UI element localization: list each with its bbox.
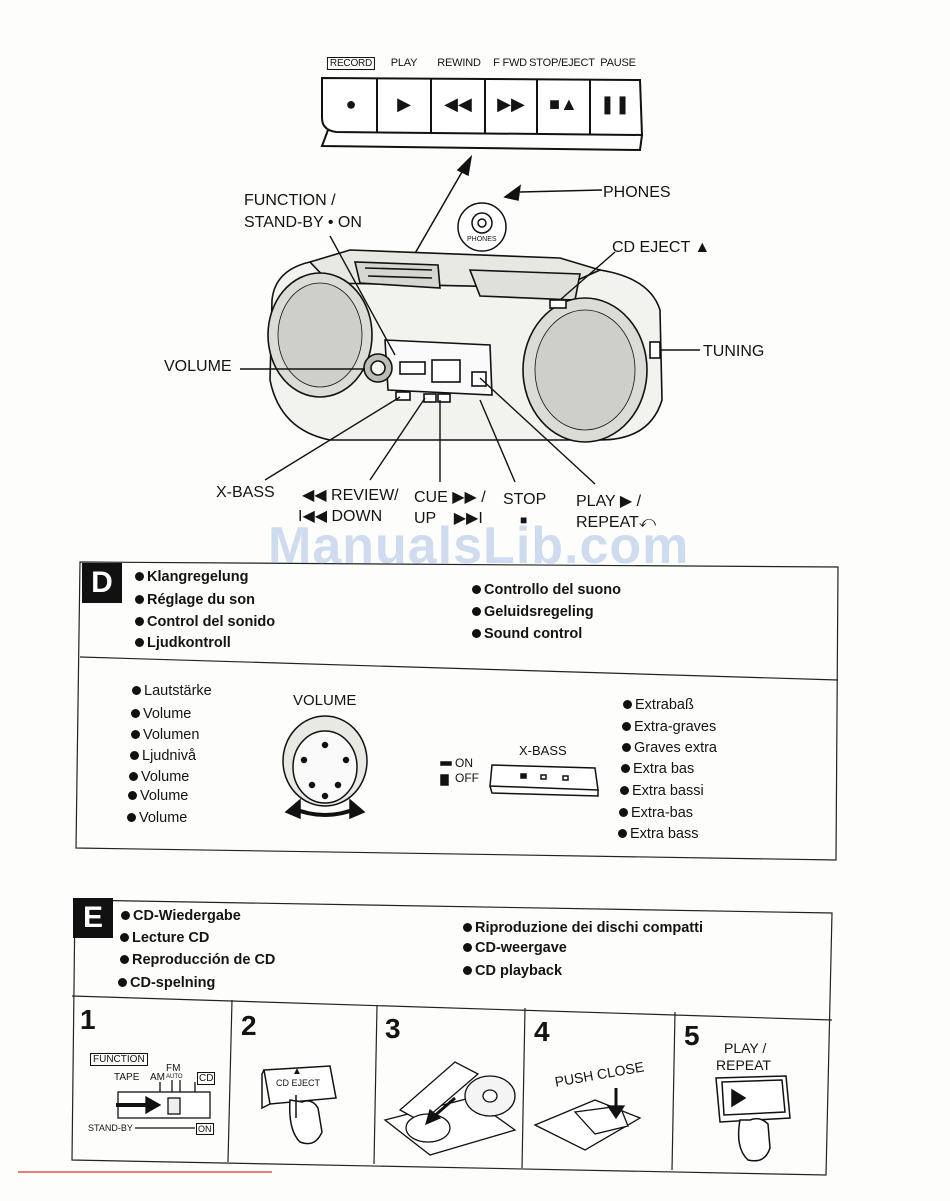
callout-stop: STOP	[503, 491, 547, 508]
list-item: Volume	[128, 785, 188, 807]
list-item: Extra bassi	[620, 780, 704, 802]
list-item: Extra-bas	[619, 802, 693, 824]
step1-function-label: FUNCTION	[90, 1053, 148, 1066]
tape-label-stop-eject: STOP/EJECT	[529, 57, 595, 69]
heading-item: CD playback	[463, 960, 562, 982]
volume-knob-illustration	[282, 715, 368, 820]
tape-label-rewind: REWIND	[437, 57, 481, 69]
pause-button-symbol: ❚❚	[599, 93, 631, 114]
step-number: 5	[684, 1020, 700, 1051]
callout-review: ◀◀ REVIEW/	[302, 487, 399, 504]
step5-play-repeat-illustration	[715, 1075, 791, 1162]
section-e-letter: E	[73, 898, 113, 938]
callout-xbass: X-BASS	[216, 484, 275, 501]
list-item: Volume	[131, 703, 191, 725]
callout-volume: VOLUME	[164, 358, 232, 375]
step3-cd-tray-illustration	[383, 1061, 517, 1156]
callout-up: UP ▶▶I	[414, 510, 483, 527]
tape-label-ffwd: F FWD	[493, 57, 527, 69]
stop-eject-button-symbol: ■▲	[549, 93, 578, 114]
step-number: 1	[80, 1004, 96, 1035]
manualslib-watermark: ManualsLib.com	[268, 517, 690, 575]
list-item: Volume	[129, 766, 189, 788]
heading-item: Klangregelung	[135, 566, 249, 588]
volume-knob-label: VOLUME	[293, 692, 357, 709]
step1-standby-label: STAND-BY	[88, 1123, 133, 1133]
step4-push-close-illustration	[533, 1088, 642, 1151]
heading-item: CD-spelning	[118, 972, 215, 994]
tape-label-record: RECORD	[326, 57, 376, 70]
boombox-illustration	[267, 249, 663, 443]
step1-tape-label: TAPE	[114, 1072, 140, 1083]
heading-item: Controllo del suono	[472, 579, 621, 601]
step-number: 2	[241, 1010, 257, 1041]
step1-fm-auto-label: AUTO	[166, 1074, 183, 1080]
callout-cd-eject: CD EJECT ▲	[612, 239, 711, 256]
tape-panel-frame	[320, 76, 644, 152]
xbass-on-label: ON	[455, 756, 473, 770]
step2-cd-eject-illustration	[261, 1065, 337, 1145]
list-item: Ljudnivå	[130, 745, 196, 767]
step-number: 3	[385, 1013, 401, 1044]
phones-jack-label: PHONES	[467, 236, 497, 243]
callout-stop-symbol: ■	[520, 513, 528, 527]
record-button-symbol: ●	[345, 93, 357, 114]
heading-item: Réglage du son	[135, 589, 255, 611]
callout-standby-on: STAND-BY • ON	[244, 214, 362, 231]
list-item: Extra bas	[621, 758, 694, 780]
heading-item: Control del sonido	[135, 611, 275, 633]
tape-label-play: PLAY	[390, 57, 418, 69]
section-d-letter: D	[82, 563, 122, 603]
heading-item: Geluidsregeling	[472, 601, 594, 623]
callout-cue: CUE ▶▶ /	[414, 489, 486, 506]
heading-item: Sound control	[472, 623, 582, 645]
list-item: Volumen	[131, 724, 199, 746]
section-e-frame	[71, 899, 833, 1176]
play-button-symbol: ▶	[397, 93, 411, 114]
step1-function-switch	[116, 1080, 211, 1129]
callout-phones: PHONES	[603, 184, 671, 201]
heading-item: Ljudkontroll	[135, 632, 231, 654]
callout-leaders	[240, 235, 700, 485]
phones-jack-illustration	[457, 184, 603, 252]
xbass-switch-label: X-BASS	[519, 743, 567, 758]
tape-arrow	[409, 154, 473, 263]
step1-cd-label: CD	[197, 1072, 216, 1085]
heading-item: Reproducción de CD	[120, 949, 275, 971]
callout-repeat: REPEAT⤺	[576, 514, 656, 531]
step1-fm-label: FM	[166, 1063, 181, 1074]
step-number: 4	[534, 1016, 550, 1047]
callout-down: I◀◀ DOWN	[298, 508, 383, 525]
heading-item: CD-Wiedergabe	[121, 905, 241, 927]
ffwd-button-symbol: ▶▶	[497, 93, 525, 114]
list-item: Extra bass	[618, 823, 699, 845]
heading-item: Lecture CD	[120, 927, 209, 949]
callout-play: PLAY ▶ /	[576, 493, 642, 510]
callout-tuning: TUNING	[703, 343, 765, 360]
step5-play-label: PLAY /	[724, 1040, 767, 1056]
step2-eject-icon: ▲	[292, 1066, 302, 1077]
rewind-button-symbol: ◀◀	[444, 93, 472, 114]
heading-item: CD-weergave	[463, 937, 567, 959]
callout-function: FUNCTION /	[244, 192, 336, 209]
step1-on-label: ON	[196, 1123, 214, 1135]
xbass-switch-illustration	[440, 761, 599, 797]
heading-item: Riproduzione dei dischi compatti	[463, 917, 703, 939]
section-d-frame	[75, 561, 839, 861]
xbass-off-label: OFF	[455, 771, 479, 785]
step1-am-label: AM	[150, 1072, 165, 1083]
list-item: Extrabaß	[623, 694, 694, 716]
step2-cd-eject-label: CD EJECT	[276, 1078, 321, 1088]
list-item: Extra-graves	[622, 716, 716, 738]
list-item: Volume	[127, 807, 187, 829]
step5-repeat-label: REPEAT	[716, 1057, 771, 1073]
list-item: Graves extra	[622, 737, 717, 759]
tape-label-pause: PAUSE	[600, 57, 636, 69]
list-item: Lautstärke	[132, 680, 212, 702]
